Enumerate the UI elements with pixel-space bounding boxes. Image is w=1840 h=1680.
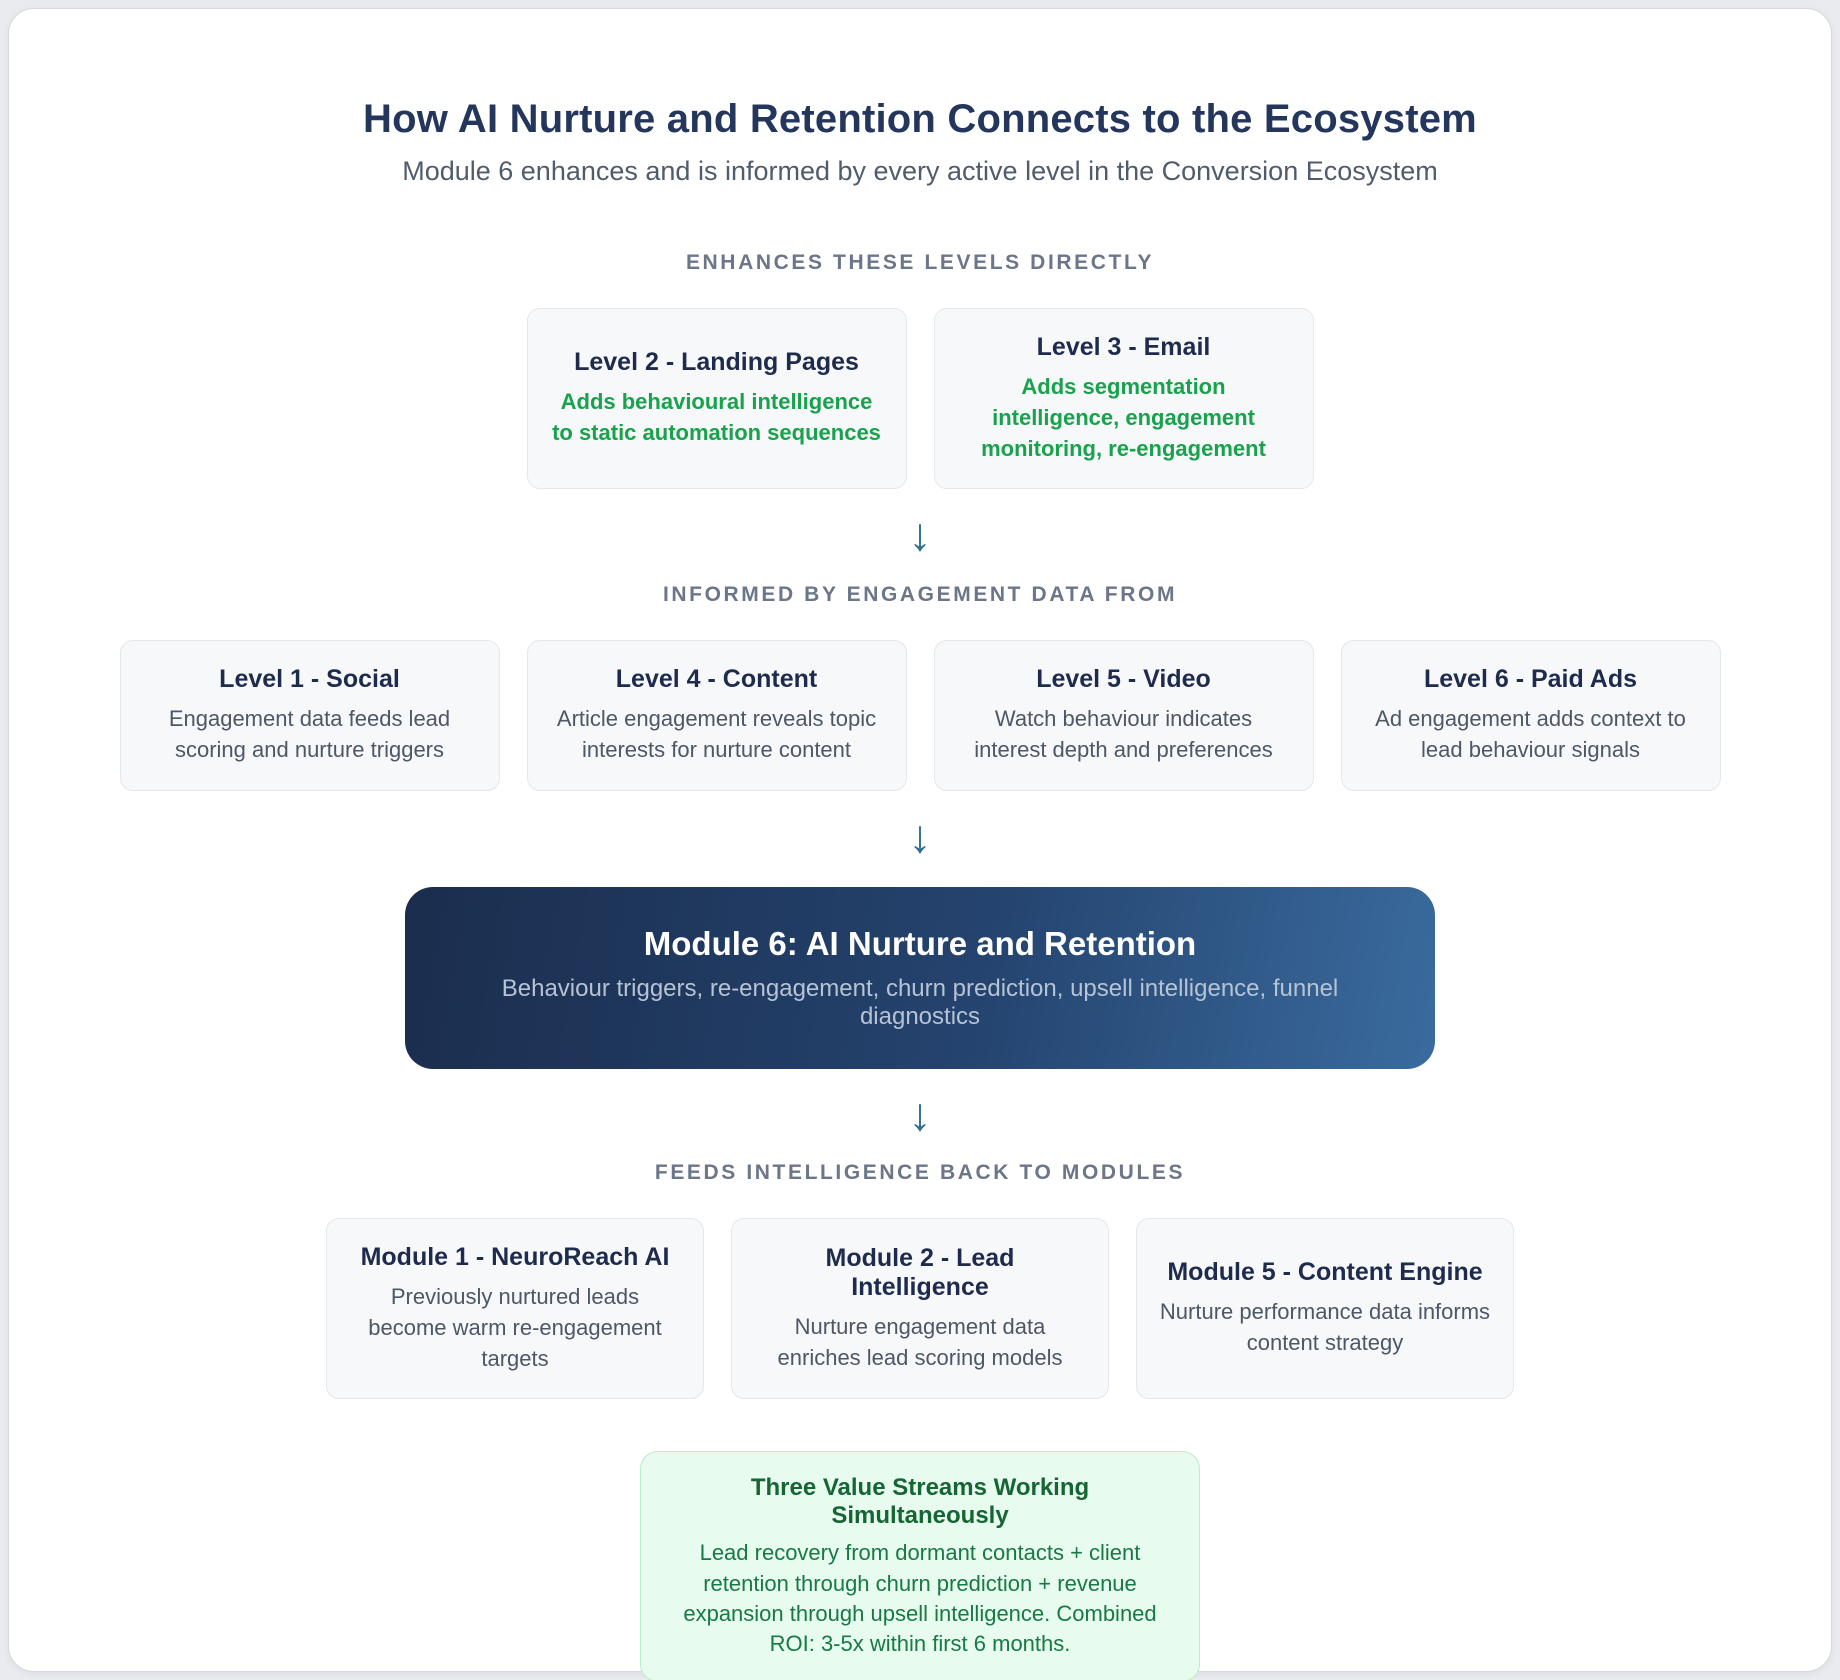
card-title: Module 1 - NeuroReach AI bbox=[360, 1242, 670, 1271]
card-description: Engagement data feeds lead scoring and n… bbox=[168, 706, 451, 763]
module-6-subtitle: Behaviour triggers, re-engagement, churn… bbox=[501, 974, 1339, 1030]
card-level-3-email: Level 3 - Email Adds segmentation intell… bbox=[933, 308, 1314, 490]
card-title: Level 6 - Paid Ads bbox=[1423, 665, 1638, 694]
card-module-2-lead-intelligence: Module 2 - Lead Intelligence Nurture eng… bbox=[731, 1217, 1109, 1400]
module-6-title: Module 6: AI Nurture and Retention bbox=[643, 924, 1197, 962]
card-description: Article engagement reveals topic interes… bbox=[556, 706, 877, 763]
down-arrow-icon: ↓ bbox=[908, 508, 932, 561]
down-arrow-icon: ↓ bbox=[908, 809, 932, 862]
card-description: Watch behaviour indicates interest depth… bbox=[974, 706, 1273, 763]
down-arrow-icon: ↓ bbox=[908, 1087, 932, 1140]
card-description: Nurture engagement data enriches lead sc… bbox=[777, 1313, 1063, 1370]
page-subtitle: Module 6 enhances and is informed by eve… bbox=[402, 156, 1438, 186]
card-level-1-social: Level 1 - Social Engagement data feeds l… bbox=[119, 640, 500, 791]
card-title: Module 5 - Content Engine bbox=[1167, 1258, 1483, 1287]
section-header-feeds: FEEDS INTELLIGENCE BACK TO MODULES bbox=[654, 1160, 1186, 1184]
card-title: Module 2 - Lead Intelligence bbox=[825, 1243, 1015, 1301]
card-title: Level 3 - Email bbox=[1036, 333, 1211, 361]
card-title: Level 5 - Video bbox=[1036, 665, 1211, 694]
card-title: Level 2 - Landing Pages bbox=[574, 348, 859, 377]
card-description: Previously nurtured leads become warm re… bbox=[368, 1283, 662, 1371]
enhances-card-row: Level 2 - Landing Pages Adds behavioural… bbox=[526, 308, 1314, 490]
diagram-panel: How AI Nurture and Retention Connects to… bbox=[8, 8, 1832, 1680]
section-header-informed: INFORMED BY ENGAGEMENT DATA FROM bbox=[662, 583, 1178, 607]
card-module-1-neuroreach-ai: Module 1 - NeuroReach AI Previously nurt… bbox=[326, 1217, 704, 1400]
value-streams-title: Three Value Streams Working Simultaneous… bbox=[750, 1474, 1090, 1530]
card-title: Level 1 - Social bbox=[219, 665, 400, 694]
card-level-4-content: Level 4 - Content Article engagement rev… bbox=[526, 640, 907, 791]
value-streams-description: Lead recovery from dormant contacts + cl… bbox=[683, 1540, 1157, 1656]
informed-card-row: Level 1 - Social Engagement data feeds l… bbox=[119, 640, 1721, 791]
card-description: Ad engagement adds context to lead behav… bbox=[1375, 706, 1686, 763]
card-description: Adds segmentation intelligence, engageme… bbox=[981, 374, 1266, 461]
card-title: Level 4 - Content bbox=[615, 665, 818, 694]
section-header-enhances: ENHANCES THESE LEVELS DIRECTLY bbox=[685, 251, 1155, 274]
feeds-card-row: Module 1 - NeuroReach AI Previously nurt… bbox=[326, 1217, 1514, 1400]
card-level-2-landing-pages: Level 2 - Landing Pages Adds behavioural… bbox=[526, 308, 907, 490]
page-title: How AI Nurture and Retention Connects to… bbox=[363, 97, 1477, 141]
value-streams-box: Three Value Streams Working Simultaneous… bbox=[640, 1451, 1200, 1680]
card-description: Nurture performance data informs content… bbox=[1159, 1299, 1491, 1356]
card-description: Adds behavioural intelligence to static … bbox=[552, 389, 881, 446]
card-module-5-content-engine: Module 5 - Content Engine Nurture perfor… bbox=[1136, 1217, 1514, 1400]
card-level-5-video: Level 5 - Video Watch behaviour indicate… bbox=[933, 640, 1314, 791]
card-level-6-paid-ads: Level 6 - Paid Ads Ad engagement adds co… bbox=[1340, 640, 1721, 791]
module-6-banner: Module 6: AI Nurture and Retention Behav… bbox=[405, 886, 1435, 1069]
